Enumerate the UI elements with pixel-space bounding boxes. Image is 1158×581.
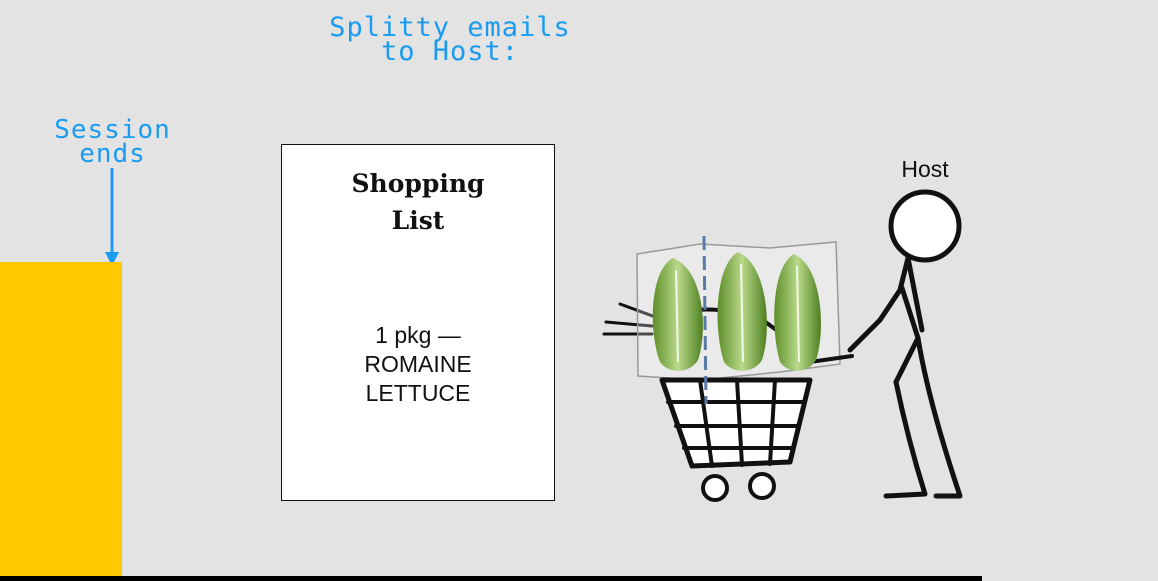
host-stick-figure-icon <box>847 189 963 499</box>
session-timeline-block <box>0 262 122 581</box>
romaine-lettuce-icon <box>652 252 821 371</box>
shopping-list-card: Shopping List 1 pkg — ROMAINE LETTUCE <box>281 144 555 501</box>
down-arrow-icon <box>105 168 119 266</box>
split-dashed-line <box>702 235 708 405</box>
list-item-quantity: 1 pkg — <box>375 322 461 348</box>
splitty-email-heading: Splitty emails to Host: <box>300 12 600 67</box>
baseline-divider <box>0 576 982 581</box>
splitty-heading-line-2: to Host: <box>380 36 520 67</box>
shopping-list-item: 1 pkg — ROMAINE LETTUCE <box>282 321 554 408</box>
shopping-list-title: Shopping List <box>282 165 554 239</box>
shopping-list-title-line-1: Shopping <box>351 169 485 198</box>
shopping-cart-icon <box>653 307 854 502</box>
motion-lines-icon <box>602 302 660 336</box>
list-item-name-line-1: ROMAINE <box>364 351 472 377</box>
shopping-list-title-line-2: List <box>391 206 445 235</box>
splitty-heading-line-1: Splitty emails <box>329 12 571 43</box>
host-shopping-cart-illustration <box>602 189 963 502</box>
session-ends-label: Session ends <box>40 115 185 169</box>
list-item-name-line-2: LETTUCE <box>365 380 471 406</box>
session-label-line-1: Session <box>54 115 171 145</box>
host-label: Host <box>901 156 949 182</box>
session-label-line-2: ends <box>79 139 146 169</box>
